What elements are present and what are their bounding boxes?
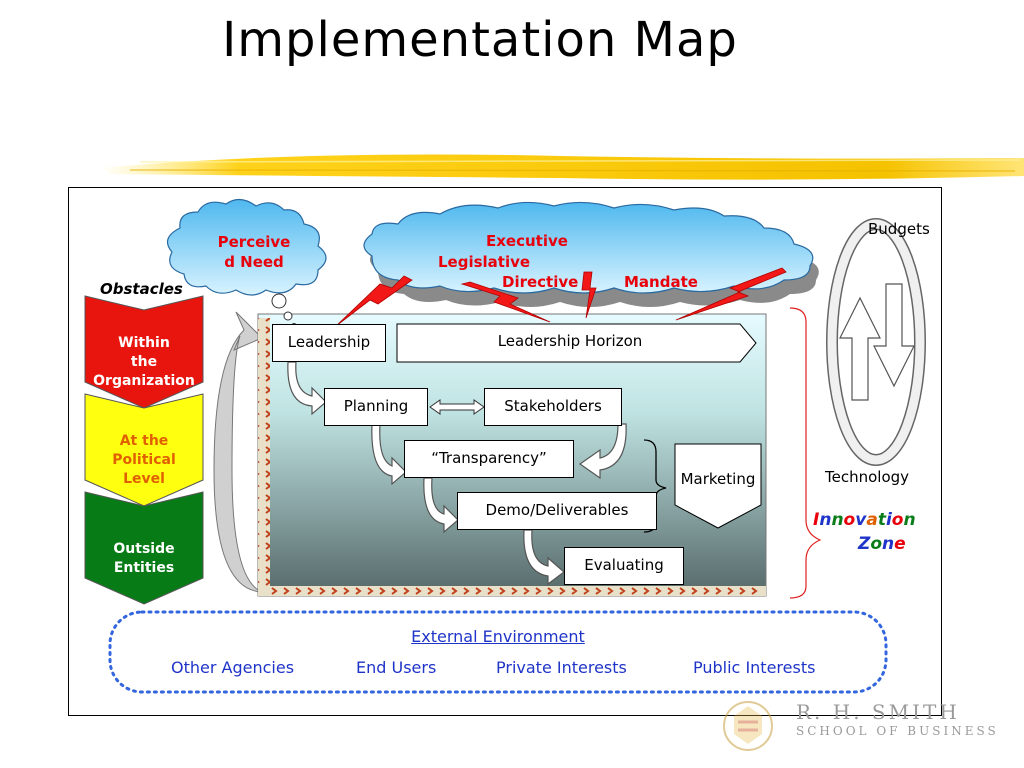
mandate-label: Mandate bbox=[624, 273, 698, 291]
flow-arrows bbox=[287, 361, 627, 586]
innovation-letter: n bbox=[903, 510, 916, 530]
innovation-letter: o bbox=[843, 510, 856, 530]
executive-label: Executive bbox=[486, 232, 568, 250]
leadership-horizon-arrow bbox=[396, 323, 757, 363]
perceived-need-label: Perceive d Need bbox=[204, 232, 304, 272]
obstacle-chevron-within bbox=[84, 295, 204, 409]
obstacle-chevrons bbox=[84, 295, 204, 605]
env-item-private-interests: Private Interests bbox=[496, 658, 627, 677]
transparency-box: “Transparency” bbox=[404, 440, 574, 478]
page-title: Implementation Map bbox=[222, 12, 738, 68]
obstacle-political-line-3: Level bbox=[123, 471, 165, 487]
leadership-horizon-label: Leadership Horizon bbox=[497, 332, 643, 350]
return-arrow bbox=[213, 311, 263, 593]
chevron-strip-left bbox=[258, 318, 270, 596]
env-item-public-interests: Public Interests bbox=[693, 658, 816, 677]
leadership-box: Leadership bbox=[272, 324, 386, 362]
evaluating-box: Evaluating bbox=[564, 547, 684, 585]
innovation-letter: o bbox=[870, 534, 883, 554]
obstacle-outside-line-2: Entities bbox=[113, 560, 175, 576]
obstacle-within-line-3: Organization bbox=[93, 373, 195, 389]
obstacle-within-line-1: Within bbox=[118, 335, 170, 351]
innovation-letter: Z bbox=[858, 534, 871, 554]
lightning-bolts bbox=[335, 267, 787, 327]
innovation-letter: a bbox=[866, 510, 878, 530]
obstacle-chevron-political bbox=[84, 393, 204, 507]
budget-technology-cycle bbox=[826, 218, 926, 466]
footer-school-subtitle: SCHOOL OF BUSINESS bbox=[796, 724, 999, 738]
footer-school-name: R. H. SMITH bbox=[796, 700, 960, 724]
env-item-end-users: End Users bbox=[356, 658, 437, 677]
perceived-need-cloud bbox=[166, 198, 327, 329]
innovation-letter: t bbox=[877, 510, 886, 530]
obstacle-political-line-1: At the bbox=[119, 433, 169, 449]
perceived-need-line-2: d Need bbox=[224, 253, 284, 271]
mandates-cloud bbox=[363, 201, 819, 307]
innovation-brace bbox=[789, 307, 822, 599]
obstacle-within-organization: Within the Organization bbox=[86, 334, 202, 391]
innovation-letter: I bbox=[813, 510, 820, 530]
perceived-need-line-1: Perceive bbox=[217, 233, 291, 251]
directive-label: Directive bbox=[502, 273, 579, 291]
obstacle-political-line-2: Political bbox=[112, 452, 176, 468]
innovation-letter: n bbox=[831, 510, 844, 530]
marketing-shape bbox=[674, 443, 762, 529]
technology-label: Technology bbox=[825, 468, 910, 486]
innovation-letter: o bbox=[891, 510, 904, 530]
innovation-letter: v bbox=[855, 510, 867, 530]
innovation-letter: e bbox=[894, 534, 906, 554]
external-environment-heading: External Environment bbox=[411, 627, 585, 646]
planning-box: Planning bbox=[324, 388, 428, 426]
demo-deliverables-box: Demo/Deliverables bbox=[457, 492, 657, 530]
budgets-label: Budgets bbox=[868, 220, 930, 238]
obstacle-outside-entities: Outside Entities bbox=[86, 540, 202, 578]
obstacle-political-level: At the Political Level bbox=[86, 432, 202, 489]
legislative-label: Legislative bbox=[438, 253, 531, 271]
innovation-letter: n bbox=[819, 510, 832, 530]
external-environment-border bbox=[108, 610, 888, 694]
obstacles-heading: Obstacles bbox=[100, 280, 183, 298]
obstacle-outside-line-1: Outside bbox=[113, 541, 175, 557]
stakeholders-box: Stakeholders bbox=[484, 388, 622, 426]
marketing-label: Marketing bbox=[680, 470, 756, 488]
env-item-other-agencies: Other Agencies bbox=[171, 658, 295, 677]
zone-word: Zone bbox=[858, 534, 906, 554]
innovation-word: Innovation bbox=[813, 510, 916, 530]
innovation-letter: i bbox=[885, 510, 892, 530]
obstacle-chevron-outside bbox=[84, 491, 204, 605]
innovation-letter: n bbox=[882, 534, 895, 554]
chevron-strip-bottom bbox=[258, 586, 766, 596]
umd-seal-logo bbox=[723, 701, 773, 751]
obstacle-within-line-2: the bbox=[130, 354, 158, 370]
